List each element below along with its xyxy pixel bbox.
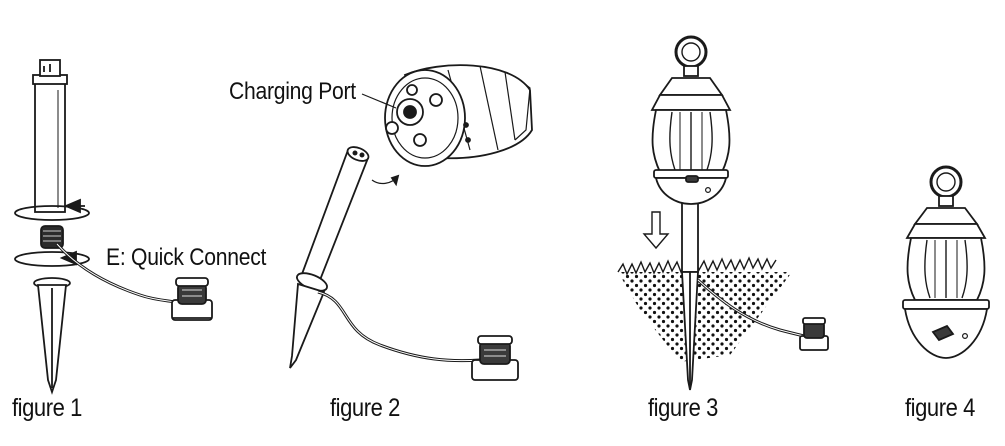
figure-1-drawing [14,59,213,395]
stake-tube-fig2 [300,148,370,282]
figure-3-drawing [617,35,829,391]
base-bottom-face [384,69,466,167]
stake-tube [34,81,66,213]
connector-plug-fig2 [471,335,519,381]
charging-port [403,105,417,119]
ground-spike-fig2 [289,282,326,369]
quick-connect-coupler [40,225,64,249]
down-arrow [642,211,670,250]
lantern-base-fig2 [384,64,533,167]
figure-2-caption: figure 2 [330,394,400,422]
charging-port-label: Charging Port [229,78,356,105]
rotation-ring-upper [14,205,90,221]
lantern-fig3 [650,35,732,205]
figure-4-caption: figure 4 [905,394,975,422]
figure-3-caption: figure 3 [648,394,718,422]
figure-1-caption: figure 1 [12,394,82,422]
connector-plug-fig3 [799,317,829,351]
stake-tube-fig3 [681,199,699,273]
connector-plug-fig1 [171,277,213,321]
rotation-arrow-upper [63,198,81,214]
figure-4-drawing [902,165,990,359]
stake-top [346,146,370,162]
quick-connect-label: E: Quick Connect [106,244,267,271]
soil [618,272,792,362]
charging-port-leader [361,93,397,109]
figure-2-drawing [289,64,533,381]
rotation-ring-lower [14,251,90,267]
